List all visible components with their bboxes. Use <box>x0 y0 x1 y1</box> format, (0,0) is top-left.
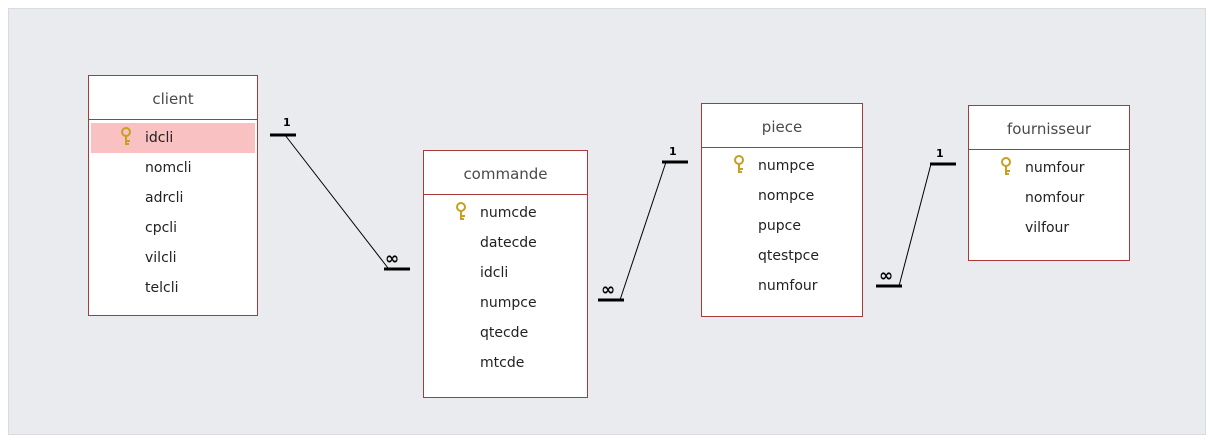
field-list: numfour nomfour vilfour <box>969 150 1129 243</box>
rel-piece-fournisseur-line[interactable] <box>898 163 932 287</box>
field-row[interactable]: idcli <box>91 123 255 153</box>
field-name: nompce <box>758 188 815 204</box>
field-row[interactable]: vilfour <box>971 213 1127 243</box>
field-row[interactable]: telcli <box>91 273 255 303</box>
table-client[interactable]: client idcli nomcli adrcli cpcli vilcli … <box>88 75 258 316</box>
field-name: idcli <box>480 265 509 281</box>
field-list: idcli nomcli adrcli cpcli vilcli telcli <box>89 120 257 303</box>
field-row[interactable]: nompce <box>704 181 860 211</box>
field-name: cpcli <box>145 220 178 236</box>
cardinality-one-label: 1 <box>669 145 677 158</box>
table-fournisseur[interactable]: fournisseur numfour nomfour vilfour <box>968 105 1130 261</box>
field-name: telcli <box>145 280 179 296</box>
field-row[interactable]: numcde <box>426 198 585 228</box>
field-name: datecde <box>480 235 537 251</box>
field-row[interactable]: idcli <box>426 258 585 288</box>
field-row[interactable]: datecde <box>426 228 585 258</box>
field-row[interactable]: qtecde <box>426 318 585 348</box>
field-row[interactable]: nomcli <box>91 153 255 183</box>
field-list: numpce nompce pupce qtestpce numfour <box>702 148 862 301</box>
field-name: numpce <box>480 295 537 311</box>
table-commande[interactable]: commande numcde datecde idcli numpce qte… <box>423 150 588 398</box>
field-name: numfour <box>758 278 818 294</box>
rel-client-commande-line[interactable] <box>284 134 389 269</box>
field-row[interactable]: adrcli <box>91 183 255 213</box>
field-name: vilfour <box>1025 220 1070 236</box>
field-row[interactable]: nomfour <box>971 183 1127 213</box>
primary-key-icon <box>734 155 744 173</box>
cardinality-one-label: 1 <box>283 116 291 129</box>
field-name: nomcli <box>145 160 192 176</box>
field-row[interactable]: pupce <box>704 211 860 241</box>
field-name: qtecde <box>480 325 529 341</box>
field-row[interactable]: mtcde <box>426 348 585 378</box>
field-name: adrcli <box>145 190 184 206</box>
field-name: numfour <box>1025 160 1085 176</box>
primary-key-icon <box>456 202 466 220</box>
field-row[interactable]: vilcli <box>91 243 255 273</box>
table-title[interactable]: piece <box>702 104 862 148</box>
field-name: idcli <box>145 130 174 146</box>
cardinality-one-label: 1 <box>936 147 944 160</box>
field-name: numcde <box>480 205 537 221</box>
table-title[interactable]: client <box>89 76 257 120</box>
rel-commande-piece-line[interactable] <box>619 161 667 301</box>
field-row[interactable]: numpce <box>426 288 585 318</box>
field-name: nomfour <box>1025 190 1085 206</box>
field-row[interactable]: qtestpce <box>704 241 860 271</box>
field-name: pupce <box>758 218 801 234</box>
field-name: numpce <box>758 158 815 174</box>
field-row[interactable]: cpcli <box>91 213 255 243</box>
primary-key-icon <box>1001 157 1011 175</box>
cardinality-many-label: ∞ <box>601 280 615 300</box>
field-list: numcde datecde idcli numpce qtecde mtcde <box>424 195 587 378</box>
field-name: mtcde <box>480 355 525 371</box>
field-row[interactable]: numfour <box>704 271 860 301</box>
primary-key-icon <box>121 127 131 145</box>
table-title[interactable]: commande <box>424 151 587 195</box>
field-row[interactable]: numfour <box>971 153 1127 183</box>
cardinality-many-label: ∞ <box>385 249 399 269</box>
field-name: vilcli <box>145 250 177 266</box>
table-piece[interactable]: piece numpce nompce pupce qtestpce numfo… <box>701 103 863 317</box>
table-title[interactable]: fournisseur <box>969 106 1129 150</box>
field-row[interactable]: numpce <box>704 151 860 181</box>
cardinality-many-label: ∞ <box>879 266 893 286</box>
field-name: qtestpce <box>758 248 819 264</box>
